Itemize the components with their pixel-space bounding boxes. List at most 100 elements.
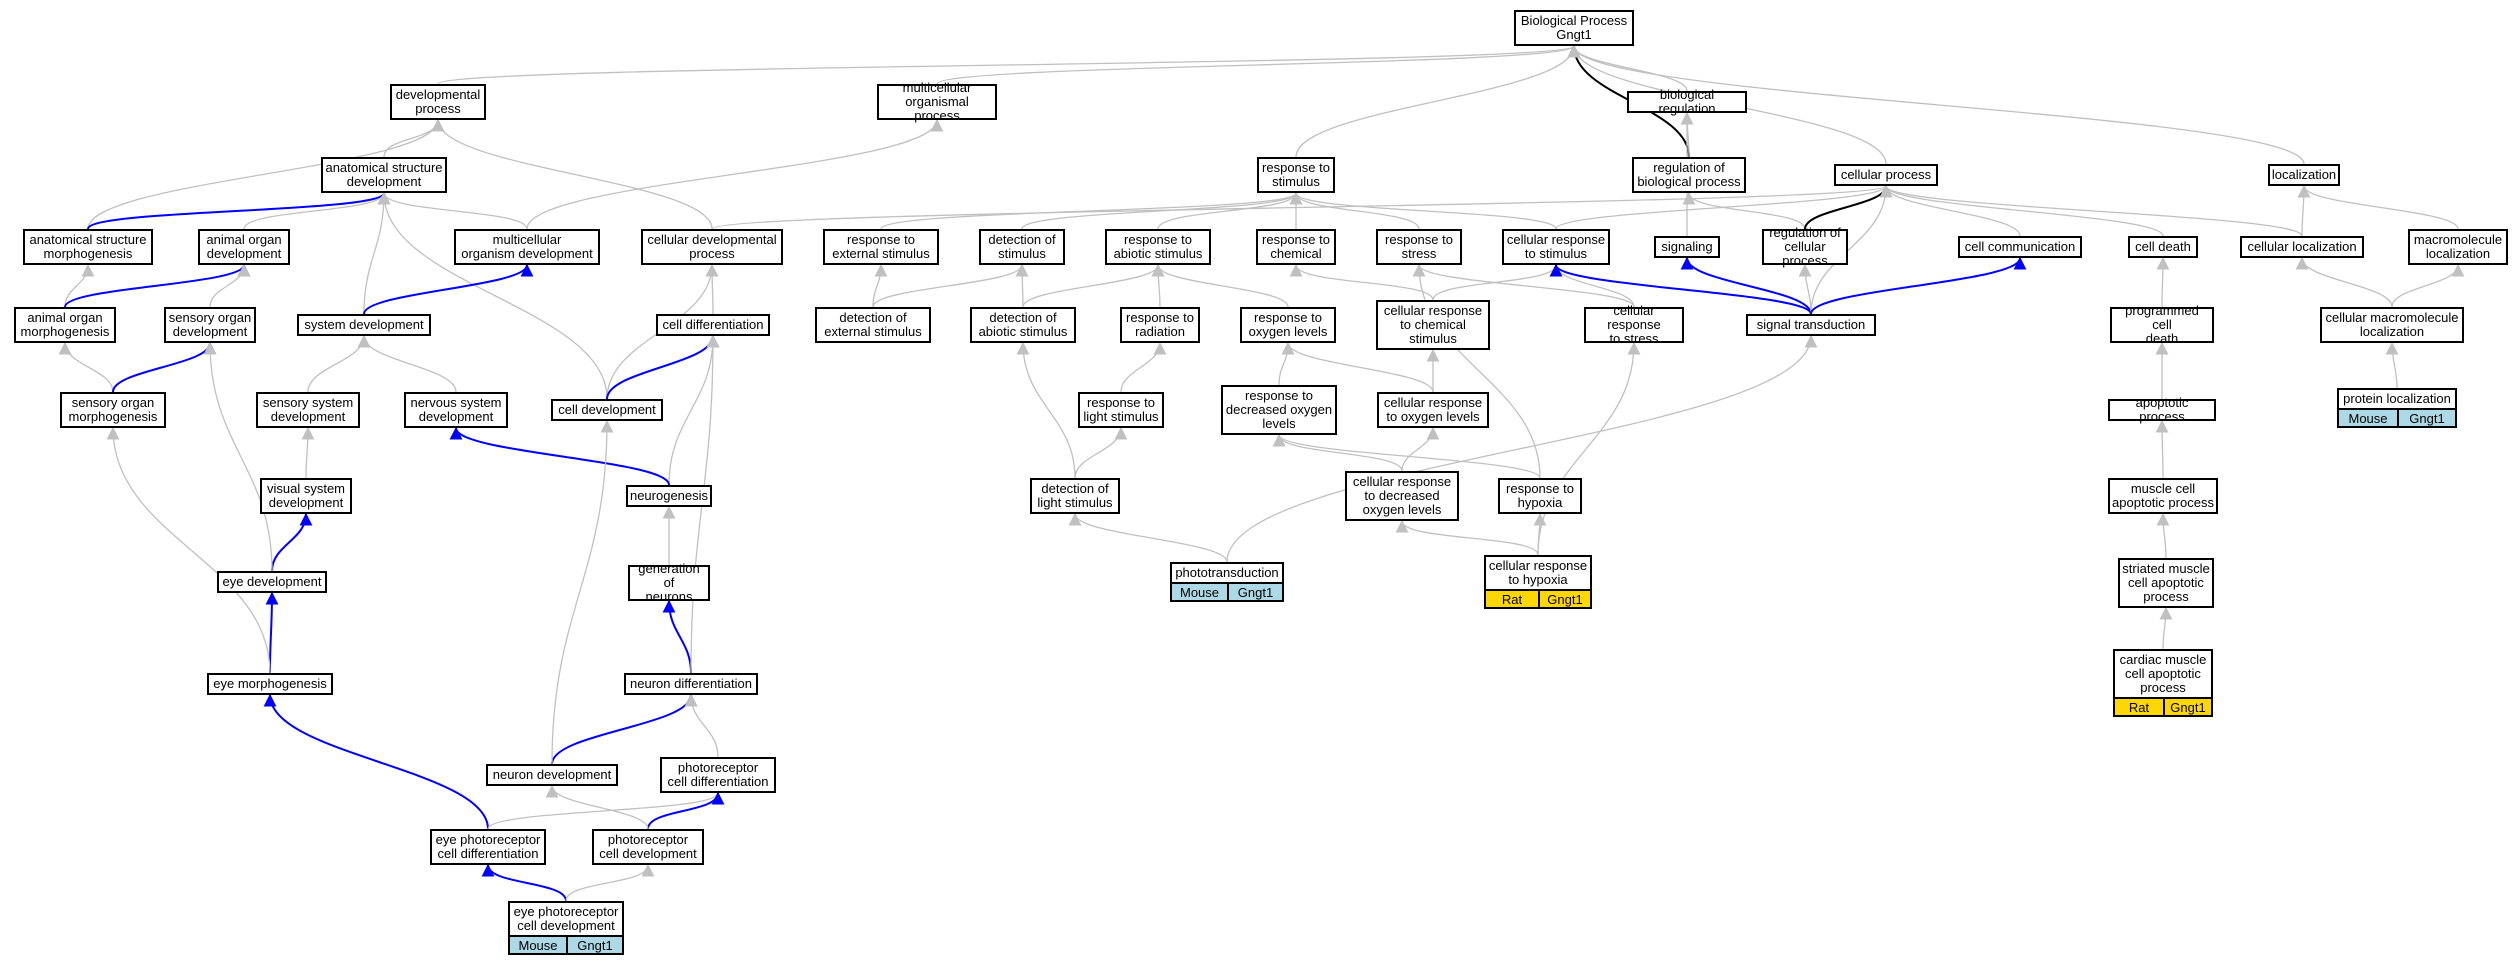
go-node-eyedev[interactable]: eye development <box>217 571 327 593</box>
go-node-visdev[interactable]: visual system development <box>260 478 352 514</box>
go-node-cell_resp_hypoxia[interactable]: cellular response to hypoxia <box>1484 555 1592 591</box>
edge-resp_hypoxia-to-resp_dec_oxy <box>1272 433 1541 479</box>
go-node-prcdev[interactable]: photoreceptor cell development <box>592 829 704 865</box>
go-node-prcdiff[interactable]: photoreceptor cell differentiation <box>660 757 776 793</box>
go-node-bp[interactable]: Biological Process Gngt1 <box>1514 10 1634 46</box>
go-node-celldevproc[interactable]: cellular developmental process <box>641 229 783 265</box>
go-node-resp_rad[interactable]: response to radiation <box>1120 307 1200 343</box>
edge-neurondiff-to-gen_neurons <box>662 599 692 674</box>
go-node-devproc[interactable]: developmental process <box>390 84 486 120</box>
go-node-resp_hypoxia[interactable]: response to hypoxia <box>1498 478 1582 514</box>
go-node-cell_resp_stim[interactable]: cellular response to stimulus <box>1502 229 1610 265</box>
go-node-cell_resp_oxy[interactable]: cellular response to oxygen levels <box>1377 392 1489 428</box>
go-node-gen_neurons[interactable]: generation of neurons <box>628 562 710 604</box>
edge-devproc-to-bp <box>437 44 1580 85</box>
edge-aomorph-to-aodev <box>64 263 251 308</box>
edge-sigtrans-to-regcp <box>1798 263 1812 315</box>
edge-aodev-to-asdev <box>243 191 391 230</box>
go-node-neurondiff[interactable]: neuron differentiation <box>624 673 758 695</box>
go-node-det_ext[interactable]: detection of external stimulus <box>815 307 931 343</box>
go-node-resp_chem[interactable]: response to chemical <box>1256 229 1336 265</box>
go-node-cell_resp_stress[interactable]: cellular response to stress <box>1584 304 1684 346</box>
go-node-aomorph[interactable]: animal organ morphogenesis <box>14 307 116 343</box>
edge-eprcdev-to-eprcdiff <box>481 863 567 902</box>
go-node-cell_resp_chem[interactable]: cellular response to chemical stimulus <box>1376 300 1490 350</box>
go-node-aodev[interactable]: animal organ development <box>198 229 290 265</box>
go-node-resp_dec_oxy[interactable]: response to decreased oxygen levels <box>1221 385 1337 435</box>
edge-prcdev-to-prcdiff <box>647 791 725 830</box>
go-node-signaling[interactable]: signaling <box>1654 236 1720 258</box>
go-node-somorph[interactable]: sensory organ morphogenesis <box>60 392 166 428</box>
go-node-cellmacroloc[interactable]: cellular macromolecule localization <box>2320 307 2464 343</box>
go-node-sigtrans[interactable]: signal transduction <box>1746 314 1876 336</box>
annotation-gene-cell_resp_hypoxia: Gngt1 <box>1538 589 1592 609</box>
go-node-resp_abio[interactable]: response to abiotic stimulus <box>1105 229 1211 265</box>
go-node-sensysdev[interactable]: sensory system development <box>256 392 360 428</box>
go-node-sodev[interactable]: sensory organ development <box>164 307 256 343</box>
go-node-celldev[interactable]: cell development <box>551 399 663 421</box>
go-node-cell_resp_dec_oxy[interactable]: cellular response to decreased oxygen le… <box>1345 471 1459 521</box>
go-node-regcp[interactable]: regulation of cellular process <box>1762 226 1848 268</box>
go-node-celldeath[interactable]: cell death <box>2128 236 2198 258</box>
annotation-gene-eprcdev: Gngt1 <box>566 935 624 955</box>
go-node-det_stim[interactable]: detection of stimulus <box>979 229 1065 265</box>
go-node-cellcomm[interactable]: cell communication <box>1958 236 2082 258</box>
edge-resp_rad-to-resp_abio <box>1151 263 1165 308</box>
go-node-resp_light[interactable]: response to light stimulus <box>1078 392 1164 428</box>
edge-sysdev-to-asdev <box>363 191 391 315</box>
edge-cmcap-to-smcap <box>2159 606 2173 650</box>
go-node-neurogenesis[interactable]: neurogenesis <box>626 485 712 507</box>
go-node-resp_stress[interactable]: response to stress <box>1376 229 1462 265</box>
go-node-localization[interactable]: localization <box>2268 164 2340 186</box>
edge-celldevproc-to-cellproc <box>711 184 1892 230</box>
edge-neurondev-to-neurondiff <box>551 693 698 765</box>
go-node-eprcdev[interactable]: eye photoreceptor cell development <box>508 901 624 937</box>
go-node-smcap[interactable]: striated muscle cell apoptotic process <box>2118 558 2214 608</box>
edge-cell_resp_stress-to-resp_stress <box>1412 263 1635 308</box>
go-node-det_abio[interactable]: detection of abiotic stimulus <box>970 307 1076 343</box>
edge-cell_resp_hypoxia-to-cell_resp_stress <box>1537 341 1641 556</box>
edge-sensysdev-to-sysdev <box>307 334 371 393</box>
go-node-eyemorph[interactable]: eye morphogenesis <box>207 673 333 695</box>
edge-celldevproc-to-devproc <box>431 118 713 230</box>
go-node-asdev[interactable]: anatomical structure development <box>321 157 447 193</box>
go-node-cellproc[interactable]: cellular process <box>1834 164 1938 186</box>
go-node-sysdev[interactable]: system development <box>297 314 431 336</box>
edge-cell_resp_dec_oxy-to-resp_dec_oxy <box>1272 433 1403 472</box>
go-node-eprcdiff[interactable]: eye photoreceptor cell differentiation <box>430 829 546 865</box>
go-node-resp_ext[interactable]: response to external stimulus <box>823 229 939 265</box>
go-node-macroloc[interactable]: macromolecule localization <box>2408 229 2508 265</box>
edge-neurogenesis-to-nsdev <box>449 426 670 486</box>
go-node-neurondev[interactable]: neuron development <box>486 764 618 786</box>
go-node-mcop[interactable]: multicellular organismal process <box>877 81 997 123</box>
go-node-asmorph[interactable]: anatomical structure morphogenesis <box>23 229 153 265</box>
edge-cellloc-to-localization <box>2297 184 2311 237</box>
edge-celldeath-to-cellproc <box>1879 184 2164 237</box>
go-node-det_light[interactable]: detection of light stimulus <box>1030 478 1120 514</box>
go-node-mcodev[interactable]: multicellular organism development <box>454 229 600 265</box>
annotation-gene-phototrans: Gngt1 <box>1227 582 1284 602</box>
edge-phototrans-to-det_light <box>1068 512 1228 563</box>
go-node-nsdev[interactable]: nervous system development <box>404 392 508 428</box>
go-node-cellloc[interactable]: cellular localization <box>2240 236 2364 258</box>
edge-eyemorph-to-eyedev <box>265 591 279 674</box>
go-node-mcap[interactable]: muscle cell apoptotic process <box>2108 478 2218 514</box>
go-node-pcd[interactable]: programmed cell death <box>2110 304 2214 346</box>
go-node-cmcap[interactable]: cardiac muscle cell apoptotic process <box>2113 649 2213 699</box>
go-node-biolreg[interactable]: biological regulation <box>1627 88 1747 116</box>
edge-resp_oxy-to-resp_abio <box>1151 263 1289 308</box>
go-node-apoptotic[interactable]: apoptotic process <box>2108 396 2216 424</box>
go-node-regbp[interactable]: regulation of biological process <box>1632 157 1746 193</box>
edge-mcodev-to-asdev <box>377 191 528 230</box>
go-node-protloc[interactable]: protein localization <box>2337 388 2457 410</box>
edge-protloc-to-cellmacroloc <box>2385 341 2399 389</box>
edge-mcop-to-bp <box>936 44 1581 85</box>
go-node-celldiff[interactable]: cell differentiation <box>656 314 770 336</box>
edge-resp_stim-to-bp <box>1295 44 1581 158</box>
edge-phototrans-to-sigtrans <box>1226 334 1818 563</box>
edge-cell_resp_stress-to-cell_resp_stim <box>1549 263 1635 308</box>
go-node-resp_oxy[interactable]: response to oxygen levels <box>1240 307 1336 343</box>
go-node-phototrans[interactable]: phototransduction <box>1170 562 1284 584</box>
edge-det_light-to-det_abio <box>1016 341 1076 479</box>
go-node-resp_stim[interactable]: response to stimulus <box>1257 157 1335 193</box>
